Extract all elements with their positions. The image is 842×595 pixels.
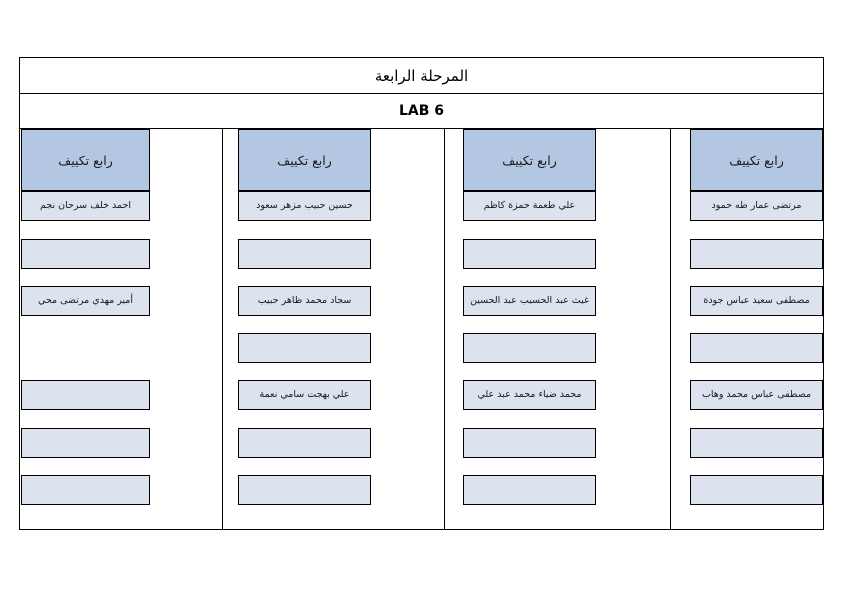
column-header-2: رابع تكييف: [463, 129, 596, 191]
page-title: المرحلة الرابعة: [374, 66, 469, 85]
column-header-3: رابع تكييف: [238, 129, 371, 191]
table-row[interactable]: أمير مهدي مرتضى محي: [21, 286, 150, 316]
table-row[interactable]: [463, 475, 596, 505]
table-row[interactable]: مصطفى عباس محمد وهاب: [690, 380, 823, 410]
table-row[interactable]: [21, 475, 150, 505]
table-row[interactable]: [238, 475, 371, 505]
table-row[interactable]: [463, 333, 596, 363]
table-row[interactable]: [690, 333, 823, 363]
table-row[interactable]: [238, 333, 371, 363]
table-row[interactable]: محمد ضياء محمد عبد علي: [463, 380, 596, 410]
table-row[interactable]: [463, 428, 596, 458]
column-header-1: رابع تكييف: [690, 129, 823, 191]
table-row[interactable]: احمد خلف سرحان نجم: [21, 191, 150, 221]
lab-title-row: LAB 6: [20, 94, 823, 129]
table-row[interactable]: [690, 239, 823, 269]
table-row[interactable]: مرتضى عمار طه حمود: [690, 191, 823, 221]
table-row[interactable]: سجاد محمد ظاهر حبيب: [238, 286, 371, 316]
table-row[interactable]: مصطفى سعيد عباس جودة: [690, 286, 823, 316]
lab-label: LAB 6: [398, 103, 445, 119]
table-row[interactable]: [690, 475, 823, 505]
column-divider-1: [670, 129, 671, 529]
table-row[interactable]: [21, 380, 150, 410]
table-title-row: المرحلة الرابعة: [20, 58, 823, 94]
table-row[interactable]: علي بهجت سامي نعمة: [238, 380, 371, 410]
column-divider-3: [222, 129, 223, 529]
table-row-empty: [21, 333, 150, 363]
column-header-4: رابع تكييف: [21, 129, 150, 191]
table-row[interactable]: علي طعمة حمزة كاظم: [463, 191, 596, 221]
table-row[interactable]: [21, 239, 150, 269]
schedule-grid: رابع تكييف مرتضى عمار طه حمود مصطفى سعيد…: [20, 129, 823, 529]
table-row[interactable]: غيث عبد الحسيب عبد الحسين: [463, 286, 596, 316]
table-row[interactable]: [690, 428, 823, 458]
table-row[interactable]: [21, 428, 150, 458]
schedule-table: المرحلة الرابعة LAB 6 رابع تكييف مرتضى ع…: [19, 57, 824, 530]
table-row[interactable]: [238, 239, 371, 269]
table-row[interactable]: [463, 239, 596, 269]
column-divider-2: [444, 129, 445, 529]
table-row[interactable]: حسين حبيب مزهر سعود: [238, 191, 371, 221]
table-row[interactable]: [238, 428, 371, 458]
